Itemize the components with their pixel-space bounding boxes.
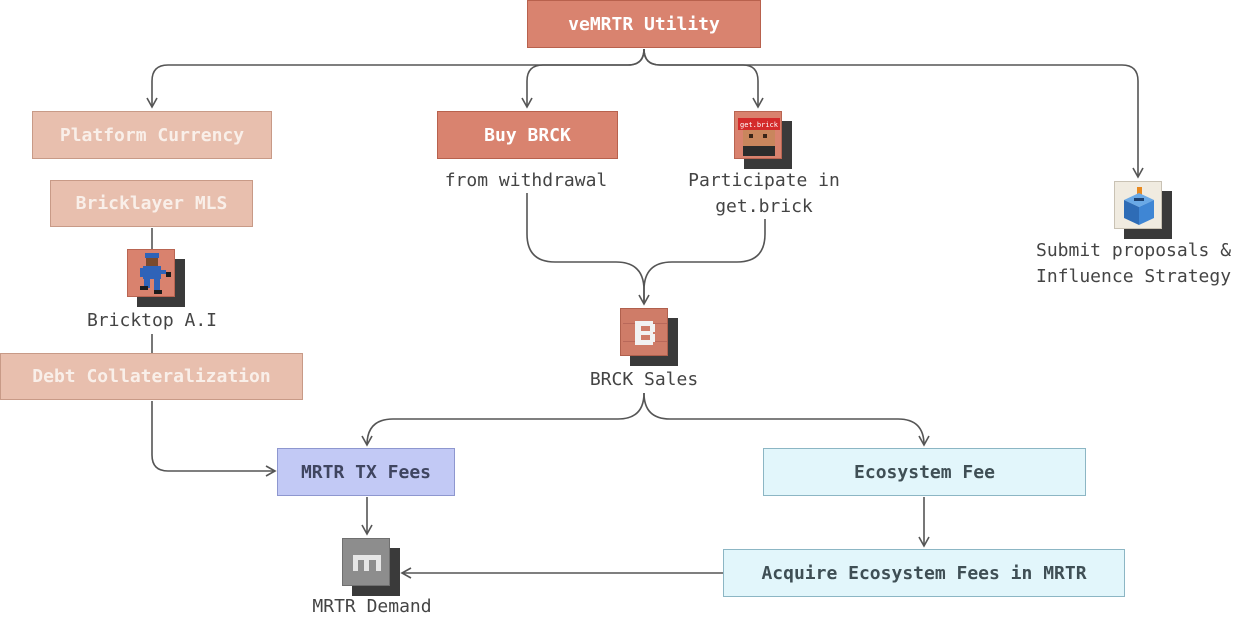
brck-logo-tile [620, 308, 678, 366]
label-submit-line2: Influence Strategy [1036, 266, 1232, 287]
node-platform-currency: Platform Currency [32, 111, 272, 159]
node-acquire-ecosystem-fees: Acquire Ecosystem Fees in MRTR [723, 549, 1125, 597]
label-mrtr-demand: MRTR Demand [312, 596, 432, 617]
node-ecosystem-fee: Ecosystem Fee [763, 448, 1086, 496]
label-brck-sales: BRCK Sales [589, 369, 699, 390]
mrtr-logo-icon [353, 555, 381, 571]
getbrick-avatar-icon: get.brick [738, 118, 780, 156]
ballot-box-tile [1114, 181, 1172, 239]
label-participate-line1: Participate in [688, 170, 840, 191]
node-debt-collateralization: Debt Collateralization [0, 353, 303, 400]
label-participate-line2: get.brick [715, 196, 813, 217]
label-submit-line1: Submit proposals & [1036, 240, 1232, 261]
brck-logo-icon [623, 321, 667, 345]
getbrick-tile-text: get.brick [740, 121, 779, 129]
getbrick-avatar-tile: get.brick [734, 111, 792, 169]
node-bricklayer-mls: Bricklayer MLS [50, 180, 253, 227]
label-from-withdrawal: from withdrawal [444, 170, 608, 191]
root-node-vemrtr-utility: veMRTR Utility [527, 0, 761, 48]
node-mrtr-tx-fees: MRTR TX Fees [277, 448, 455, 496]
bricklayer-avatar-tile [127, 249, 185, 307]
ballot-box-icon [1124, 187, 1154, 225]
bricklayer-avatar-icon [140, 253, 171, 294]
mrtr-logo-tile [342, 538, 400, 596]
node-buy-brck: Buy BRCK [437, 111, 618, 159]
label-bricktop-ai: Bricktop A.I [86, 310, 218, 331]
